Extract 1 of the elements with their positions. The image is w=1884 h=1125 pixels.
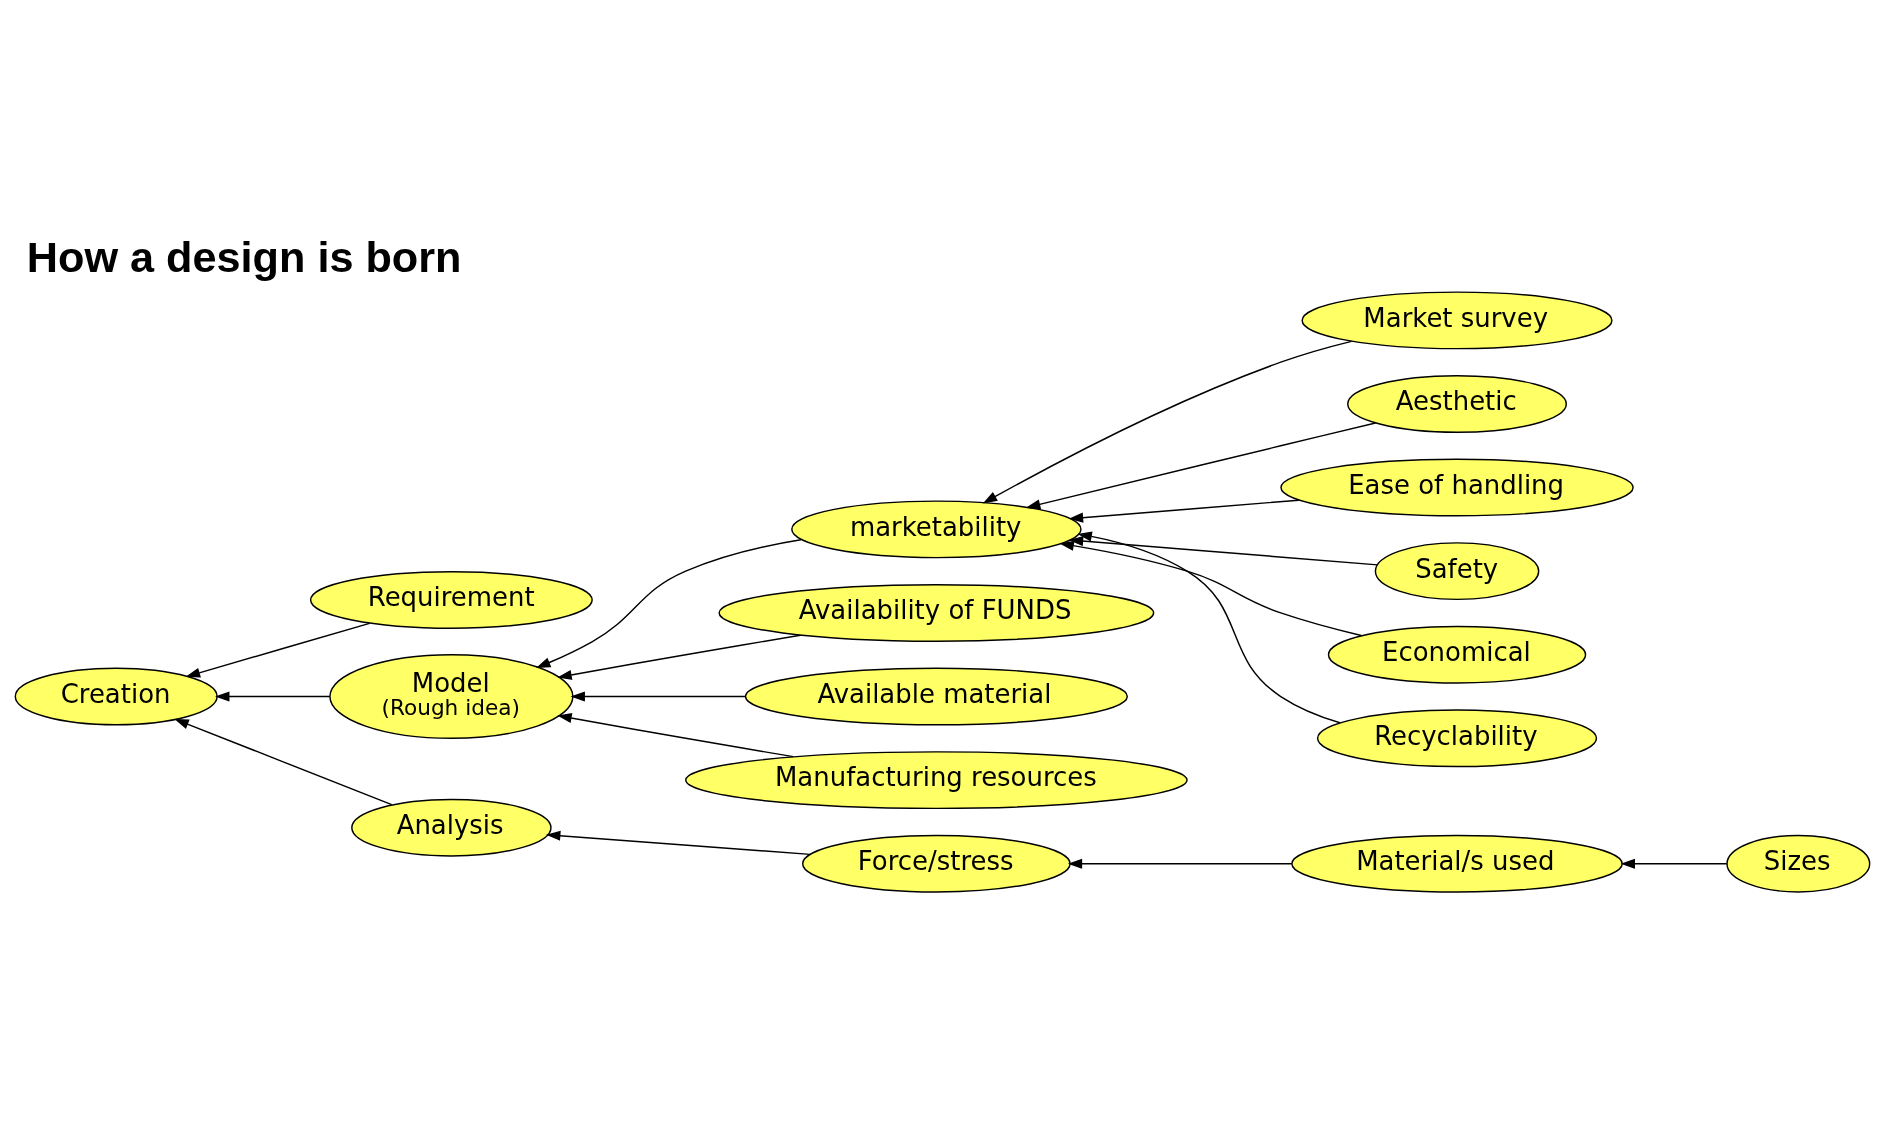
diagram-title: How a design is born	[26, 232, 461, 281]
